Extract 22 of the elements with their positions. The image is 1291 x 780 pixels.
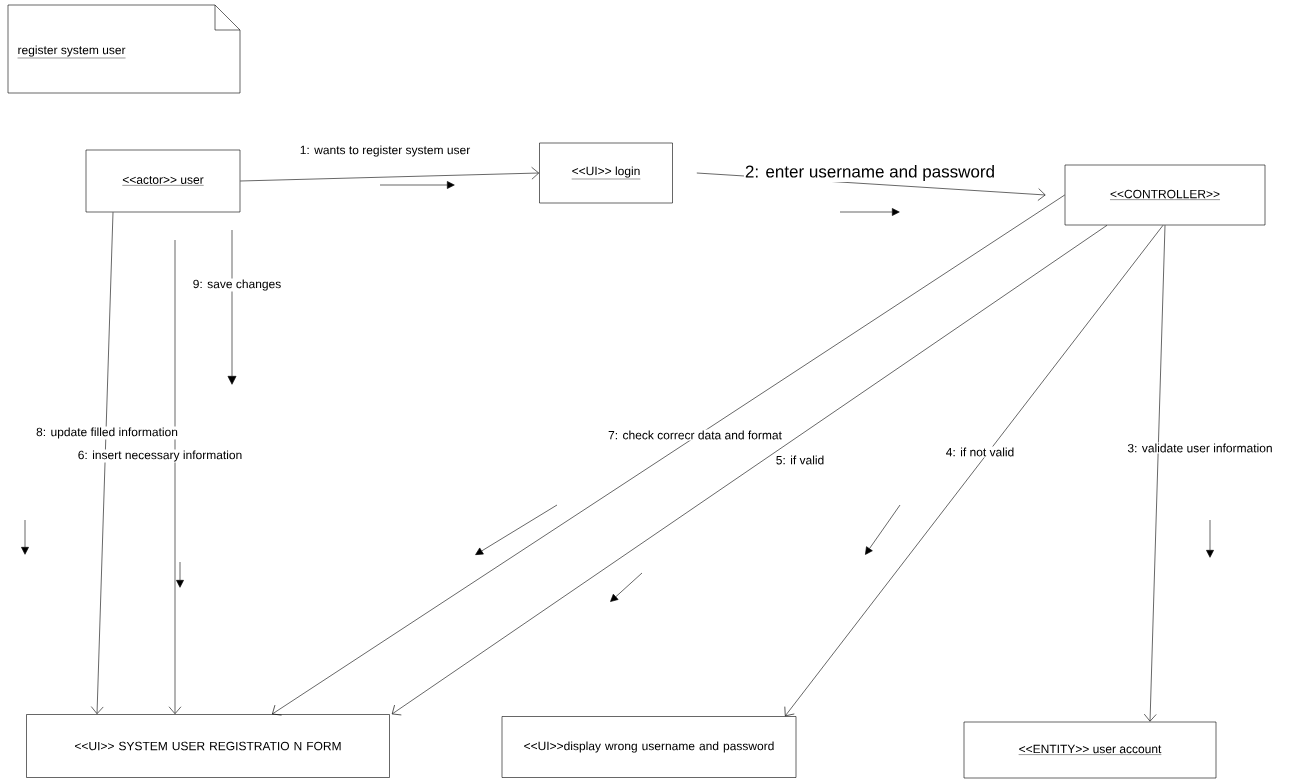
edge-label: 6: insert necessary information (76, 449, 244, 463)
edge-label: 2: enter username and password (743, 164, 997, 182)
link-arrow (168, 239, 182, 715)
edge-label: 7: check correcr data and format (607, 429, 783, 441)
link-arrow (391, 225, 1108, 716)
object-box: <<ENTITY>> user account (963, 721, 1217, 779)
link-arrow (240, 166, 540, 182)
edge-label: 8: update filled information (35, 426, 179, 440)
edge-label: 5: if valid (774, 454, 826, 466)
object-box: <<UI>>display wrong username and password (501, 716, 797, 778)
link-arrow (784, 225, 1164, 717)
edge-label: 3: validate user information (1126, 442, 1274, 454)
edge-label: 4: if not valid (944, 446, 1016, 458)
edge-label: 1: wants to register system user (298, 144, 472, 158)
link-arrow (272, 194, 1065, 716)
object-box: <<UI>> login (539, 142, 673, 204)
object-box: <<actor>> user (85, 149, 241, 213)
link-arrow (90, 212, 114, 715)
object-box: <<UI>> SYSTEM USER REGISTRATIO N FORM (26, 714, 390, 778)
link-arrow (1143, 225, 1166, 722)
object-box: <<CONTROLLER>> (1064, 164, 1266, 226)
message-label: 9: save changes (191, 278, 283, 292)
